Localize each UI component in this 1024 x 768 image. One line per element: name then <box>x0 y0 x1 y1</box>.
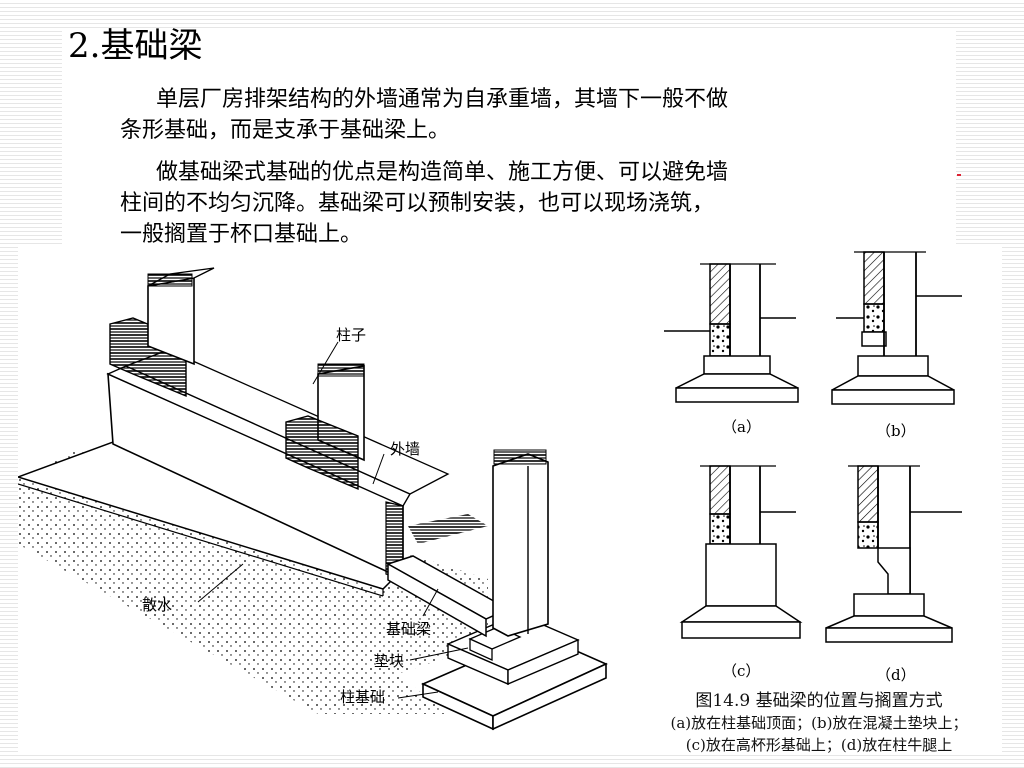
paragraph-1: 单层厂房排架结构的外墙通常为自承重墙，其墙下一般不做 条形基础，而是支承于基础梁… <box>120 84 940 146</box>
section-details-svg: （a） （b） （c） （d） <box>664 251 962 684</box>
paragraph-2: 做基础梁式基础的优点是构造简单、施工方便、可以避免墙 柱间的不均匀沉降。基础梁可… <box>120 157 940 250</box>
figure-caption-line-3: (c)放在高杯形基础上；(d)放在柱牛腿上 <box>685 736 953 754</box>
label-c: （c） <box>722 662 760 680</box>
detail-a <box>664 263 799 403</box>
label-outer-wall: 外墙 <box>390 440 420 458</box>
label-b: （b） <box>876 422 916 440</box>
label-foundation-beam: 基础梁 <box>386 620 431 638</box>
paragraph-1-line-1: 单层厂房排架结构的外墙通常为自承重墙，其墙下一般不做 <box>156 87 729 112</box>
section-details-figure: （a） （b） （c） （d） 图14.9 基础梁的位置与搁置方式 (a)放在柱… <box>636 244 1002 754</box>
detail-b <box>831 251 962 405</box>
red-mark <box>957 174 961 176</box>
paragraph-1-line-2: 条形基础，而是支承于基础梁上。 <box>120 118 451 143</box>
figure-caption-title: 图14.9 基础梁的位置与搁置方式 <box>695 691 943 711</box>
detail-c <box>679 465 803 639</box>
label-a: （a） <box>722 418 761 436</box>
label-column: 柱子 <box>336 326 366 344</box>
label-column-foundation: 柱基础 <box>340 688 385 706</box>
text-panel <box>62 28 956 248</box>
slide-title: 2.基础梁 <box>68 26 203 66</box>
label-d: （d） <box>876 666 916 684</box>
label-pad: 垫块 <box>374 652 404 670</box>
isometric-foundation-drawing: 柱子 外墙 散水 基础梁 垫块 柱基础 <box>15 244 636 754</box>
column-tall <box>492 453 549 637</box>
ground-soil-lower <box>18 489 448 714</box>
isometric-svg: 柱子 外墙 散水 基础梁 垫块 柱基础 <box>15 267 608 731</box>
label-apron: 散水 <box>142 596 172 614</box>
brick-block-middle <box>285 415 359 491</box>
figure-caption-line-2: (a)放在柱基础顶面；(b)放在混凝土垫块上； <box>670 714 968 732</box>
paragraph-2-line-1: 做基础梁式基础的优点是构造简单、施工方便、可以避免墙 <box>156 160 729 185</box>
paragraph-2-line-2: 柱间的不均匀沉降。基础梁可以预制安装，也可以现场浇筑， <box>120 191 715 216</box>
detail-d <box>825 465 962 643</box>
paragraph-2-line-3: 一般搁置于杯口基础上。 <box>120 222 363 247</box>
